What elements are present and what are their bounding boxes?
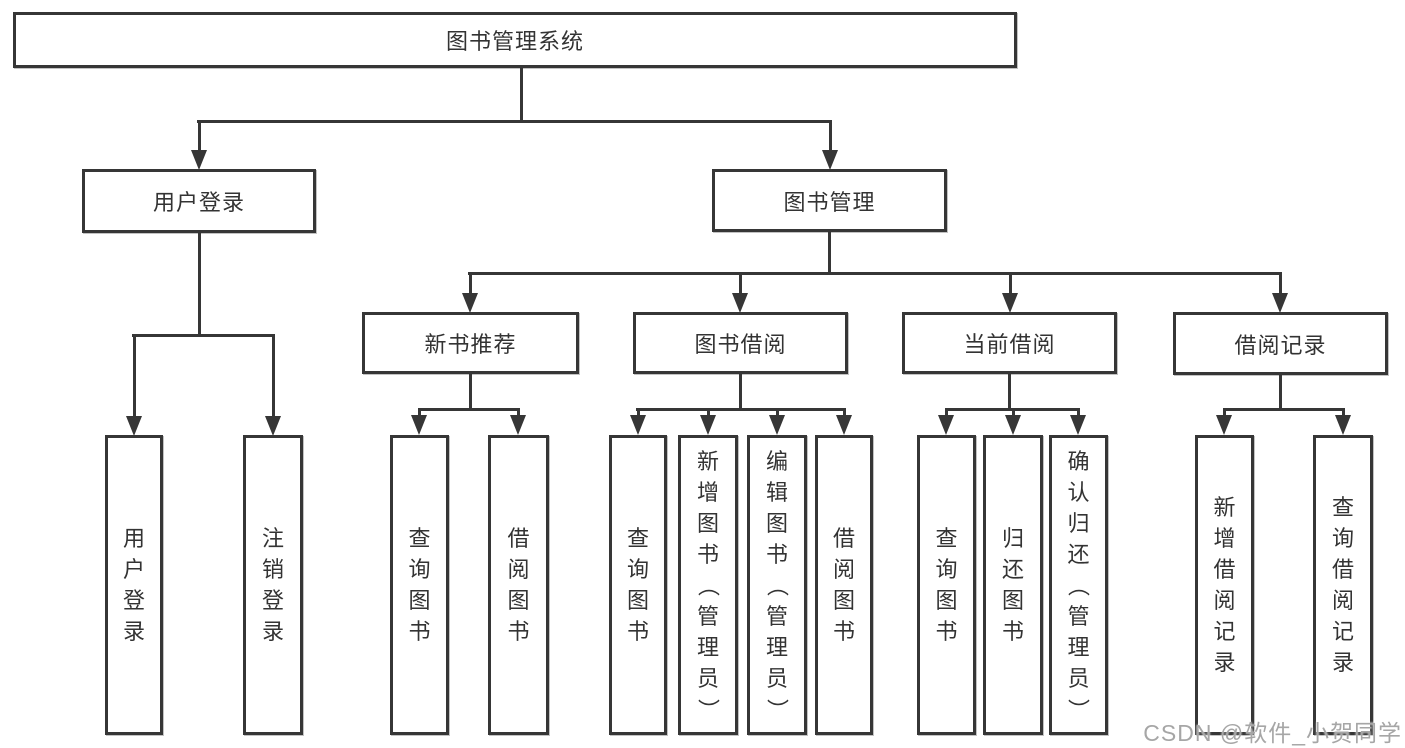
connector-line — [520, 68, 523, 123]
leaf-current-query-books-label: 查询图书 — [935, 526, 958, 644]
connector-line — [1009, 272, 1012, 297]
arrow-down-icon — [510, 415, 526, 435]
connector-line — [1077, 408, 1080, 420]
connector-line — [1342, 408, 1345, 420]
leaf-recommend-borrow-books-label: 借阅图书 — [507, 526, 530, 644]
connector-line — [1223, 408, 1344, 411]
arrow-down-icon — [1335, 415, 1351, 435]
leaf-records-query-record-label: 查询借阅记录 — [1331, 495, 1354, 675]
arrow-down-icon — [1070, 415, 1086, 435]
leaf-current-confirm-return: 确认归还（管理员） — [1049, 435, 1108, 735]
node-book-management-label: 图书管理 — [783, 189, 876, 215]
node-user-login: 用户登录 — [82, 169, 316, 233]
connector-line — [1279, 375, 1282, 411]
watermark: CSDN @软件_小贺同学 — [1143, 720, 1402, 746]
arrow-down-icon — [630, 415, 646, 435]
leaf-logout: 注销登录 — [243, 435, 303, 735]
leaf-records-query-record: 查询借阅记录 — [1313, 435, 1373, 735]
arrow-down-icon — [700, 415, 716, 435]
leaf-borrowing-add-books-label: 新增图书（管理员） — [695, 448, 721, 721]
arrow-down-icon — [462, 293, 478, 313]
arrow-down-icon — [191, 150, 207, 170]
leaf-borrowing-edit-books-label: 编辑图书（管理员） — [764, 448, 790, 721]
leaf-current-return-books-label: 归还图书 — [1001, 526, 1024, 644]
connector-line — [637, 408, 640, 420]
arrow-down-icon — [411, 415, 427, 435]
arrow-down-icon — [1002, 293, 1018, 313]
node-root-label: 图书管理系统 — [445, 29, 584, 54]
leaf-user-login: 用户登录 — [105, 435, 163, 735]
node-current-borrowing: 当前借阅 — [902, 312, 1117, 374]
connector-line — [197, 120, 832, 123]
connector-line — [1008, 374, 1011, 411]
connector-line — [132, 334, 275, 337]
connector-line — [133, 334, 136, 419]
connector-line — [418, 408, 421, 420]
connector-line — [739, 272, 742, 297]
connector-line — [272, 334, 275, 419]
connector-line — [1012, 408, 1015, 420]
leaf-borrowing-query-books: 查询图书 — [609, 435, 667, 735]
connector-line — [1279, 272, 1282, 297]
node-book-borrowing-label: 图书借阅 — [694, 332, 787, 357]
connector-line — [517, 408, 520, 420]
node-current-borrowing-label: 当前借阅 — [963, 332, 1056, 357]
leaf-borrowing-borrow-books: 借阅图书 — [815, 435, 873, 735]
connector-line — [829, 120, 832, 153]
connector-line — [198, 232, 201, 337]
node-root: 图书管理系统 — [13, 12, 1017, 68]
leaf-borrowing-borrow-books-label: 借阅图书 — [832, 526, 855, 644]
arrow-down-icon — [732, 293, 748, 313]
arrow-down-icon — [1216, 415, 1232, 435]
arrow-down-icon — [769, 415, 785, 435]
node-user-login-label: 用户登录 — [152, 190, 245, 215]
leaf-borrowing-edit-books: 编辑图书（管理员） — [747, 435, 807, 735]
connector-line — [418, 408, 520, 411]
node-borrowing-records-label: 借阅记录 — [1234, 332, 1327, 358]
connector-line — [776, 408, 779, 420]
node-new-book-recommend-label: 新书推荐 — [424, 332, 517, 357]
arrow-down-icon — [126, 416, 142, 436]
connector-line — [469, 272, 472, 297]
node-new-book-recommend: 新书推荐 — [362, 312, 579, 374]
connector-line — [707, 408, 710, 420]
connector-line — [469, 374, 472, 411]
connector-line — [468, 272, 1282, 275]
arrow-down-icon — [938, 415, 954, 435]
connector-line — [1223, 408, 1226, 420]
connector-line — [739, 374, 742, 411]
leaf-records-add-record: 新增借阅记录 — [1195, 435, 1254, 735]
arrow-down-icon — [265, 416, 281, 436]
leaf-logout-label: 注销登录 — [261, 526, 284, 644]
node-book-management: 图书管理 — [712, 169, 947, 232]
connector-line — [636, 408, 846, 411]
leaf-current-query-books: 查询图书 — [917, 435, 976, 735]
leaf-recommend-query-books: 查询图书 — [390, 435, 449, 735]
arrow-down-icon — [836, 415, 852, 435]
arrow-down-icon — [1272, 293, 1288, 313]
node-book-borrowing: 图书借阅 — [633, 312, 848, 374]
leaf-records-add-record-label: 新增借阅记录 — [1213, 495, 1236, 675]
connector-line — [828, 232, 831, 275]
leaf-current-return-books: 归还图书 — [983, 435, 1043, 735]
leaf-current-confirm-return-label: 确认归还（管理员） — [1065, 448, 1091, 721]
leaf-recommend-query-books-label: 查询图书 — [408, 526, 431, 644]
connector-line — [843, 408, 846, 420]
leaf-recommend-borrow-books: 借阅图书 — [488, 435, 549, 735]
leaf-borrowing-query-books-label: 查询图书 — [626, 526, 649, 644]
leaf-user-login-label: 用户登录 — [122, 526, 145, 644]
node-borrowing-records: 借阅记录 — [1173, 312, 1388, 375]
connector-line — [198, 120, 201, 153]
leaf-borrowing-add-books: 新增图书（管理员） — [678, 435, 738, 735]
arrow-down-icon — [822, 150, 838, 170]
connector-line — [945, 408, 948, 420]
arrow-down-icon — [1005, 415, 1021, 435]
